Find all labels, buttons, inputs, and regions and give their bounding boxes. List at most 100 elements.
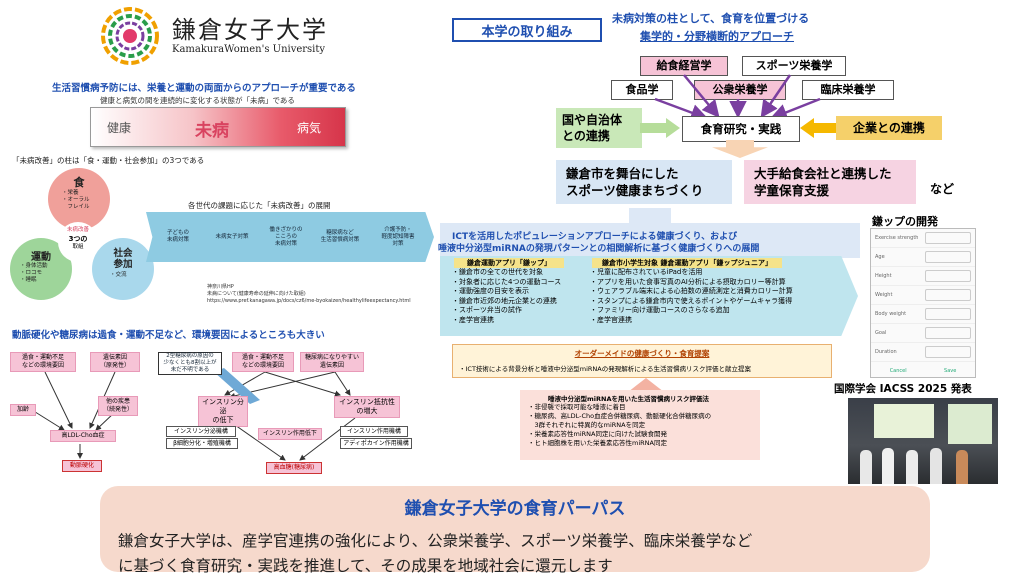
atherosclerosis-box: 動脈硬化	[62, 460, 102, 472]
phone-save-button: Save	[944, 368, 957, 374]
discipline-public: 公衆栄養学	[694, 80, 786, 100]
arterio-title: 動脈硬化や糖尿病は過食・運動不足など、環境要因によるところも大きい	[12, 330, 325, 341]
center-top: 未病改善	[66, 227, 89, 233]
mibyo-sub: 健康と病気の間を連続的に変化する状態が「未病」である	[100, 96, 295, 105]
presenter-figure	[956, 450, 968, 484]
phone-input	[925, 232, 971, 244]
phone-row-label: Exercise strength	[875, 235, 919, 241]
bar-label-disease: 病気	[297, 121, 322, 135]
chevron-women: 未病女子対策	[200, 212, 264, 262]
insulin-mechanism-box: インスリン分泌機構	[166, 426, 236, 437]
phone-row-label: Body weight	[875, 311, 907, 317]
kappu-title: 鎌ップの開発	[872, 215, 938, 228]
our-initiative-badge: 本学の取り組み	[452, 18, 602, 42]
phone-screenshot: Exercise strength Age Height Weight Body…	[870, 228, 976, 378]
app2-item: ・アプリを用いた食事写真のAI分析による摂取カロリー等計算	[590, 277, 786, 286]
bar-label-health: 健康	[107, 121, 132, 135]
app1-item: ・スポーツ弁当の試作	[452, 306, 522, 314]
govt-box: 国や自治体 との連携	[556, 108, 642, 148]
exercise-item: ・睡眠	[20, 277, 37, 283]
other-disease-box: 他の疾患 （続発性）	[98, 396, 138, 416]
presenter-figure	[882, 448, 894, 484]
phone-row-label: Height	[875, 273, 892, 279]
left-headline: 生活習慣病予防には、栄養と運動の両面からのアプローチが重要である	[52, 83, 356, 94]
insulin-secretion-box: インスリン分泌 の低下	[198, 396, 248, 427]
mirna-item: ・栄養素応答性miRNA同定に向けた試験食開発	[528, 430, 667, 438]
kamakura-box: 鎌倉市を舞台にした スポーツ健康まちづくり	[556, 160, 732, 204]
source-note: 神奈川県HP 未病について(健康寿命の延伸に向けた取組) https://www…	[207, 284, 411, 304]
corp-box: 企業との連携	[836, 116, 942, 140]
logo-kanji: 鎌倉女子大学	[172, 16, 328, 44]
circle-social: 社会 参加 ・交流	[92, 238, 154, 300]
university-logo	[100, 6, 160, 66]
insulin-resistance-box: インスリン抵抗性 の増大	[334, 396, 400, 418]
logo-english: KamakuraWomen's University	[172, 44, 326, 55]
phone-input	[925, 289, 971, 301]
logo-seal-icon	[101, 7, 159, 65]
circle-social-title: 社会 参加	[113, 248, 133, 270]
phone-row-label: Age	[875, 254, 885, 260]
mirna-title: 唾液中分泌型miRNAを用いた生活習慣病リスク評価法	[548, 395, 709, 403]
mirna-box: 唾液中分泌型miRNAを用いた生活習慣病リスク評価法 ・非侵襲で採取可能な唾液に…	[520, 390, 760, 460]
phone-row-label: Duration	[875, 349, 897, 355]
discipline-food: 食品学	[611, 80, 673, 100]
chevron-workers: 働きざかりの こころの 未病対策	[254, 212, 318, 262]
right-head-2: 集学的・分野横断的アプローチ	[640, 30, 794, 43]
phone-row: Height	[871, 267, 975, 286]
app2-title: 鎌倉市小学生対象 鎌倉運動アプリ「鎌ップジュニア」	[592, 258, 782, 268]
health-gradient-bar: 健康 未病 病気	[90, 107, 346, 147]
phone-row: Body weight	[871, 305, 975, 324]
bar-label-mibyo: 未病	[195, 121, 229, 141]
phone-row: Weight	[871, 286, 975, 305]
conference-photo	[848, 398, 998, 484]
chevron-children: 子どもの 未病対策	[146, 212, 210, 262]
food-item: フレイル	[62, 204, 90, 210]
circle-exercise-title: 運動	[31, 252, 51, 263]
app2-list: ・児童に配布されているiPadを活用 ・アプリを用いた食事写真のAI分析による摂…	[590, 268, 830, 325]
app2-item: ・ファミリー向け運動コースのさらなる追加	[590, 306, 730, 314]
app1-item: ・運動強度の目安を表示	[452, 287, 529, 295]
chevron-diabetes: 糖尿病など 生活習慣病対策	[308, 212, 372, 262]
iacss-title: 国際学会 IACSS 2025 発表	[834, 383, 972, 395]
order-text: ・ICT技術による背景分析と唾液中分泌型miRNAの発現解析による生活習慣病リス…	[459, 365, 751, 373]
food-item: ・栄養	[62, 190, 79, 196]
phone-input	[925, 308, 971, 320]
circle-food-title: 食	[73, 176, 85, 189]
circle-center: 未病改善 3つの 取組	[58, 222, 98, 262]
phone-input	[925, 327, 971, 339]
presenter-figure	[906, 450, 918, 484]
phone-input	[925, 270, 971, 282]
app1-item: ・鎌倉市の全ての世代を対象	[452, 268, 543, 276]
purpose-line-2: に基づく食育研究・実践を推進して、その成果を地域社会に還元します	[118, 557, 613, 575]
insulin-action-box: インスリン作用低下	[258, 428, 322, 440]
env-factor-1: 過食・運動不足 などの環境要因	[10, 352, 76, 372]
govt-arrow	[640, 118, 680, 138]
genetic-factor-2: 糖尿病になりやすい 遺伝素因	[300, 352, 364, 372]
phone-row: Age	[871, 248, 975, 267]
phone-row: Exercise strength	[871, 229, 975, 248]
hyperglycemia-box: 高血糖(糖尿病)	[266, 462, 322, 474]
generation-title: 各世代の課題に応じた「未病改善」の展開	[188, 201, 331, 210]
ict-line-1: ICTを活用したポピュレーションアプローチによる健康づくり、および	[452, 232, 738, 242]
presenter-figure	[930, 448, 942, 484]
phone-row: Duration	[871, 343, 975, 362]
center-bot: 取組	[72, 244, 84, 250]
phone-cancel-button: Cancel	[889, 368, 907, 374]
purpose-line-1: 鎌倉女子大学は、産学官連携の強化により、公衆栄養学、スポーツ栄養学、臨床栄養学な…	[118, 532, 753, 550]
ict-line-2: 唾液中分泌型miRNAの発現パターンとの相関解析に基づく健康づくりへの展開	[438, 244, 760, 254]
discipline-clinical: 臨床栄養学	[802, 80, 894, 100]
phone-input	[925, 346, 971, 358]
social-item: ・交流	[110, 272, 127, 278]
app2-item: ・産学官連携	[590, 315, 632, 324]
insulin-action-mech-box: インスリン作用機構	[340, 426, 408, 437]
phone-row-label: Weight	[875, 292, 893, 298]
ldl-box: 高LDL-Cho血症	[50, 430, 116, 442]
apps-bg	[440, 256, 858, 336]
circle-food: 食 ・栄養 ・オーラル フレイル	[48, 168, 110, 230]
mirna-item: ・ヒト細胞株を用いた栄養素応答性miRNA同定	[528, 439, 667, 447]
discipline-sports: スポーツ栄養学	[742, 56, 846, 76]
phone-row-label: Goal	[875, 330, 887, 336]
chevron-care: 介護予防・ 軽度認知障害 対策	[362, 212, 434, 262]
core-down-arrow	[712, 140, 768, 158]
app2-item: ・スタンプによる鎌倉市内で使えるポイントやゲームキャラ獲得	[590, 296, 793, 305]
